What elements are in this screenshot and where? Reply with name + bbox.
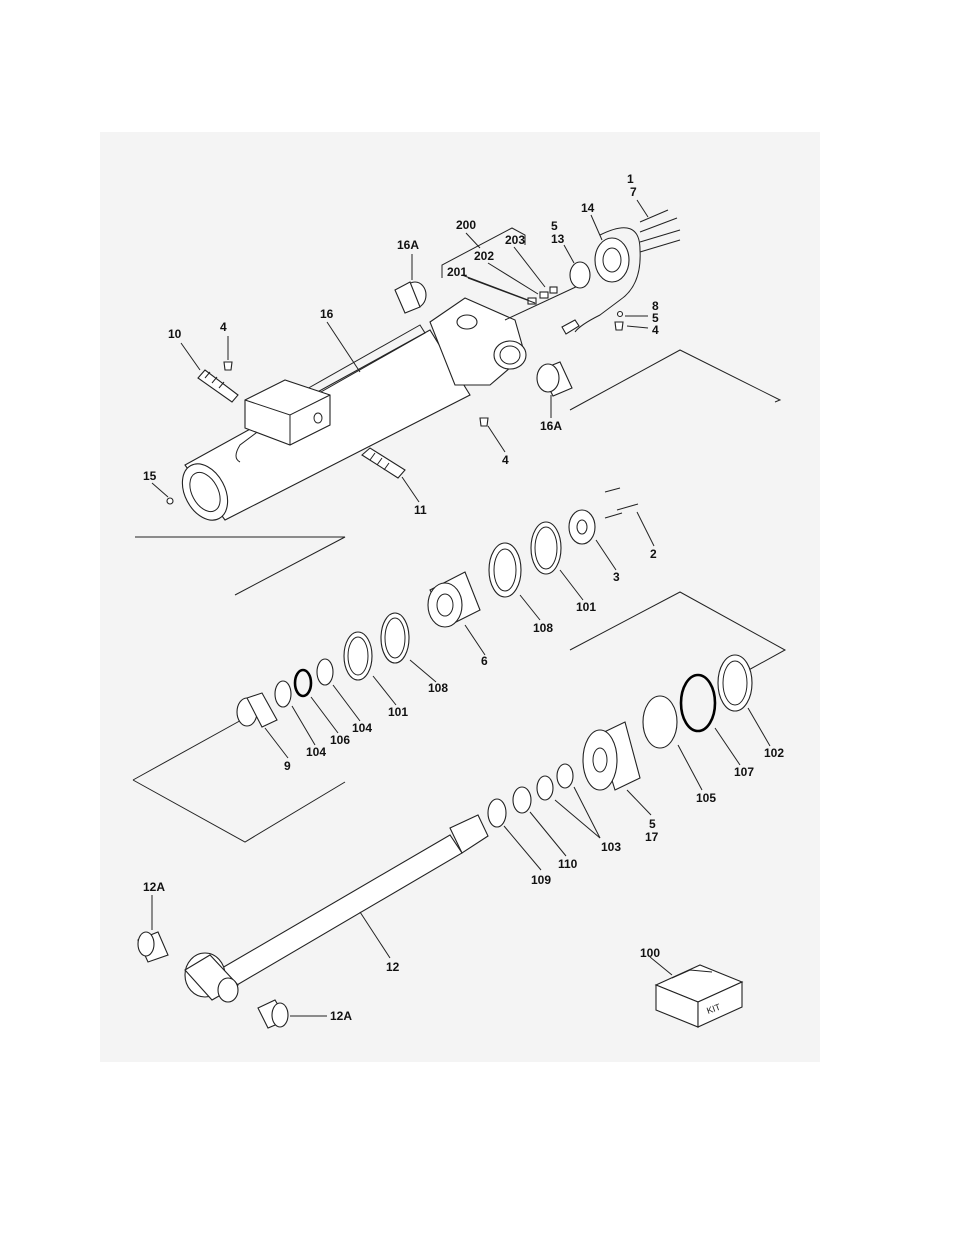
callout-108-left: 108 — [428, 681, 448, 695]
callout-100: 100 — [640, 946, 660, 960]
screws-2 — [605, 488, 638, 518]
sensor-housing-13 — [570, 262, 590, 288]
ring-103-a — [557, 764, 573, 788]
valve-10 — [198, 370, 238, 402]
flange-3 — [569, 510, 595, 544]
drawing-sheet: KIT — [100, 132, 820, 1062]
callout-103: 103 — [601, 840, 621, 854]
callout-16a-top: 16A — [397, 238, 419, 252]
oring-106 — [295, 670, 311, 696]
valve-11 — [362, 448, 405, 478]
callout-9: 9 — [284, 759, 291, 773]
exploded-view-drawing: KIT — [100, 132, 820, 1062]
fitting-15 — [167, 498, 173, 504]
ring-103-b — [537, 776, 553, 800]
plug-4-bottom — [480, 418, 488, 426]
oring-107 — [681, 675, 715, 731]
bushing-16a-right — [537, 362, 572, 396]
block-bore — [494, 341, 526, 369]
piston-seal-group — [133, 488, 785, 842]
callout-2: 2 — [650, 547, 657, 561]
callout-11: 11 — [414, 503, 427, 517]
callout-4-bottom: 4 — [502, 453, 509, 467]
block-port — [457, 315, 477, 329]
callout-17: 17 — [645, 830, 659, 844]
bushing-16a-top — [395, 282, 426, 313]
callout-104-right: 104 — [352, 721, 372, 735]
piston-rod-12 — [185, 815, 488, 1002]
kit-box-100: KIT — [656, 965, 742, 1027]
callout-12a-top: 12A — [143, 880, 165, 894]
piston-6 — [428, 572, 480, 627]
callout-106: 106 — [330, 733, 350, 747]
callout-202: 202 — [474, 249, 494, 263]
callout-15: 15 — [143, 469, 157, 483]
callout-6: 6 — [481, 654, 488, 668]
callout-10: 10 — [168, 327, 182, 341]
ring-104-b — [317, 659, 333, 685]
callout-13: 13 — [551, 232, 565, 246]
callout-109: 109 — [531, 873, 551, 887]
bushing-12a-top — [138, 932, 168, 962]
callout-16a-right: 16A — [540, 419, 562, 433]
ring-109 — [488, 799, 506, 827]
callout-7: 7 — [630, 185, 637, 199]
callout-16: 16 — [320, 307, 334, 321]
screws-1 — [640, 210, 680, 252]
callout-104-left: 104 — [306, 745, 326, 759]
plug-4-left — [224, 362, 232, 370]
callout-110: 110 — [558, 857, 578, 871]
head-5-17 — [583, 722, 640, 790]
bushing-12a-bottom — [258, 1000, 288, 1028]
callout-107: 107 — [734, 765, 754, 779]
callout-1: 1 — [627, 172, 634, 186]
callout-105: 105 — [696, 791, 716, 805]
bushing-9 — [237, 693, 277, 727]
callout-200: 200 — [456, 218, 476, 232]
sensor-connector — [562, 320, 579, 334]
callout-5-head: 5 — [649, 817, 656, 831]
callout-12: 12 — [386, 960, 400, 974]
sensor-part-203 — [550, 287, 557, 293]
callout-108-right: 108 — [533, 621, 553, 635]
callout-12a-bottom: 12A — [330, 1009, 352, 1023]
sensor-part-202 — [540, 292, 548, 298]
callout-201: 201 — [447, 265, 467, 279]
callout-4-left: 4 — [220, 320, 227, 334]
plug-4-right — [615, 322, 623, 330]
seal-8 — [618, 312, 623, 317]
callout-101-left: 101 — [388, 705, 408, 719]
callout-203: 203 — [505, 233, 525, 247]
callout-4-right: 4 — [652, 323, 659, 337]
callout-3: 3 — [613, 570, 620, 584]
ring-105 — [643, 696, 677, 748]
callout-14: 14 — [581, 201, 595, 215]
head-rod-group: KIT — [138, 655, 752, 1028]
callout-102: 102 — [764, 746, 784, 760]
sensor-rod — [505, 285, 580, 320]
ring-104-a — [275, 681, 291, 707]
callout-101-right: 101 — [576, 600, 596, 614]
callout-5-sensor: 5 — [551, 219, 558, 233]
ring-110 — [513, 787, 531, 813]
